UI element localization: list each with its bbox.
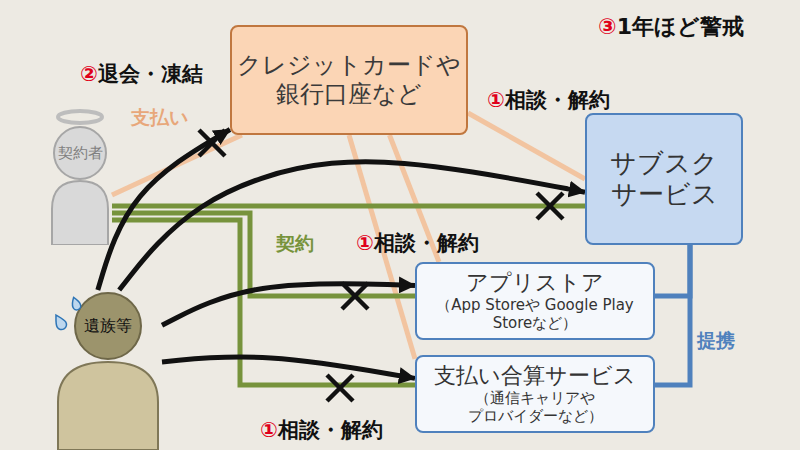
store-box: アプリストア（App Storeや Google Play Storeなど） <box>415 262 655 340</box>
cross-mark <box>199 130 225 156</box>
billing-box: 支払い合算サービス（通信キャリアや プロバイダーなど） <box>415 355 655 433</box>
warning-note: ③1年ほど警戒 <box>598 14 744 40</box>
person-illustration <box>55 290 162 450</box>
action-label: ①相談・解約 <box>487 88 610 113</box>
node-title: アプリストア <box>466 270 604 296</box>
person-head <box>54 127 106 179</box>
action-arrow <box>98 130 230 291</box>
sweat-drop <box>52 313 69 332</box>
action-label: ①相談・解約 <box>356 231 479 256</box>
contract-label: 契約 <box>276 232 314 255</box>
action-arrow <box>162 284 415 326</box>
action-label: ②退会・凍結 <box>80 62 203 87</box>
partnership-line <box>655 245 690 296</box>
account-box: クレジットカードや 銀行口座など <box>230 25 468 135</box>
payment-label: 支払い <box>131 106 188 129</box>
node-title: 遺族等 <box>84 316 132 335</box>
sweat-drop <box>70 296 82 311</box>
node-detail: （通信キャリアや プロバイダーなど） <box>423 389 647 425</box>
partnership-label: 提携 <box>697 329 735 352</box>
node-title: クレジットカードや 銀行口座など <box>237 51 461 109</box>
cross-mark <box>342 283 368 309</box>
contractor-figure: 契約者 <box>48 105 112 245</box>
node-title: 契約者 <box>58 144 103 162</box>
node-detail: （App Storeや Google Play Storeなど） <box>423 296 647 332</box>
node-title: サブスク サービス <box>593 148 735 210</box>
cross-mark <box>327 375 353 401</box>
service-box: サブスク サービス <box>585 113 743 245</box>
action-arrow <box>162 357 415 378</box>
person-illustration <box>48 105 112 245</box>
node-title: 支払い合算サービス <box>434 363 636 389</box>
person-body <box>52 181 108 245</box>
halo <box>58 111 102 123</box>
contract-line <box>112 203 585 208</box>
action-label: ①相談・解約 <box>260 418 383 443</box>
partnership-line <box>655 245 690 385</box>
cross-mark <box>537 193 563 219</box>
person-head <box>75 293 141 359</box>
payment-line <box>468 113 585 179</box>
family-figure: 遺族等 <box>55 290 162 450</box>
person-body <box>58 362 158 450</box>
